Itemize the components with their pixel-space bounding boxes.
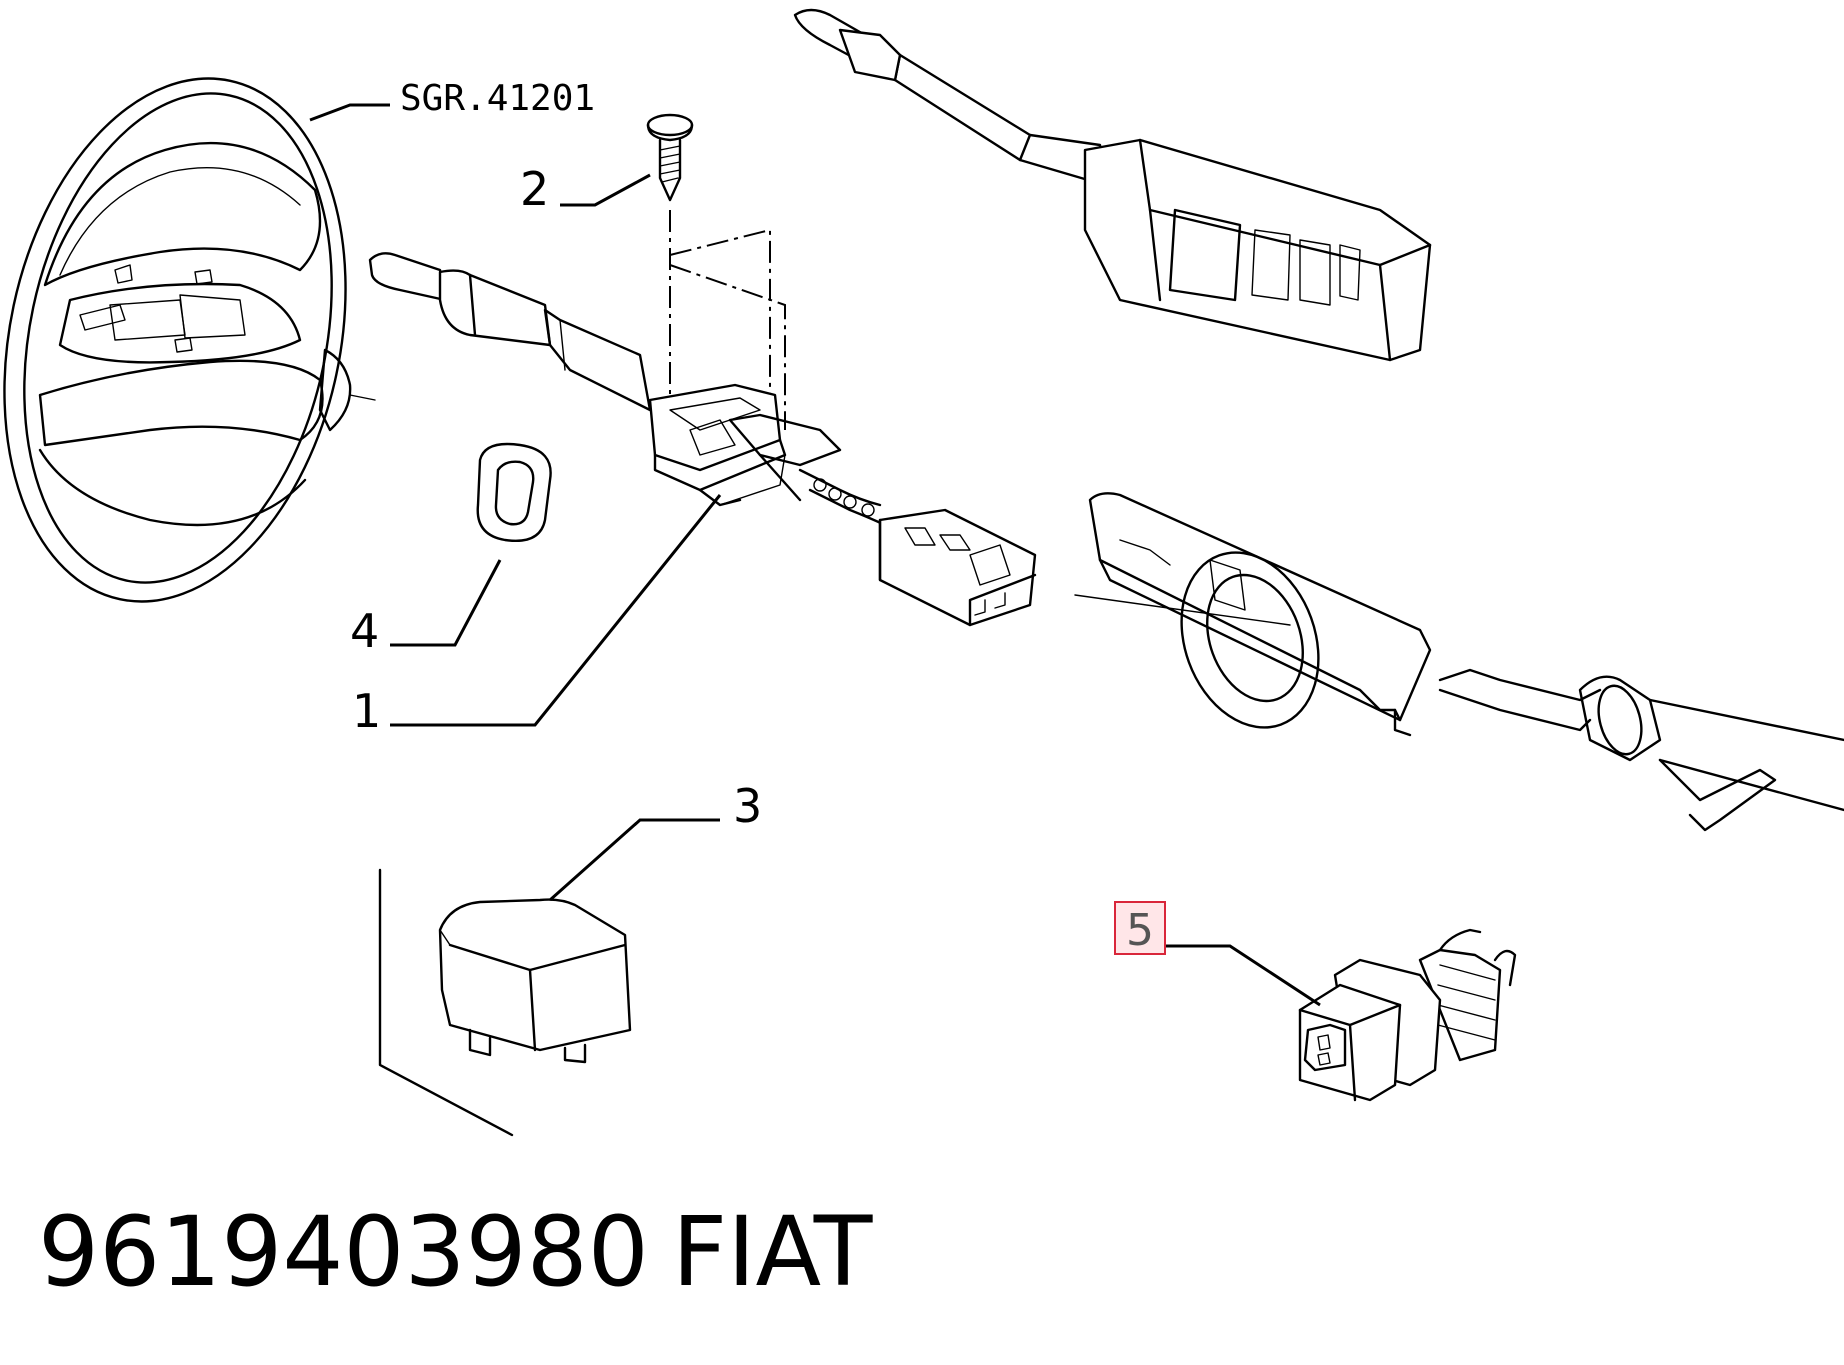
steering-column-illustration	[1074, 492, 1844, 832]
leader-line-1	[390, 494, 722, 727]
stalk-switch-illustration	[368, 252, 1037, 627]
callout-5: 5	[1126, 905, 1154, 956]
callout-2: 2	[520, 162, 549, 216]
combination-switch-illustration	[793, 8, 1432, 362]
leader-line-2	[560, 173, 651, 207]
callout-1: 1	[352, 684, 381, 738]
leader-line-5	[1165, 944, 1321, 1007]
screw-illustration	[646, 113, 694, 202]
grommet-illustration	[476, 442, 552, 542]
brake-switch-illustration	[1298, 928, 1517, 1102]
callout-4: 4	[350, 604, 379, 658]
relay-illustration	[438, 898, 632, 1064]
reference-leader-line	[309, 103, 390, 122]
leader-line-4	[390, 559, 502, 647]
leader-line-3	[549, 818, 720, 902]
reference-label: SGR.41201	[400, 78, 595, 119]
steering-wheel-illustration	[3, 77, 376, 603]
part-number: 9619403980	[38, 1196, 649, 1308]
brand-name: FIAT	[672, 1196, 873, 1308]
callout-5-highlight-box	[1114, 901, 1166, 955]
callout-3: 3	[733, 779, 762, 833]
relay-group-bracket	[378, 868, 514, 1137]
